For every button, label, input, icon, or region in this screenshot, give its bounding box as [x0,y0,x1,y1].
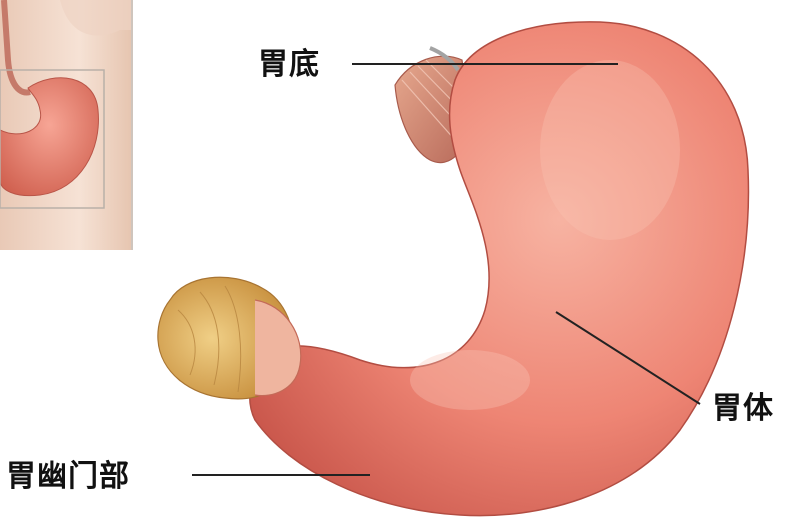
label-fundus: 胃底 [258,48,320,82]
stomach-antrum-highlight [410,350,530,410]
pyloric-sphincter [255,300,301,396]
torso-inset [0,0,132,250]
stomach [250,22,749,516]
stomach-fundus-highlight [540,60,680,240]
label-pyloric-part: 胃幽门部 [6,460,130,494]
label-body: 胃体 [712,392,774,426]
